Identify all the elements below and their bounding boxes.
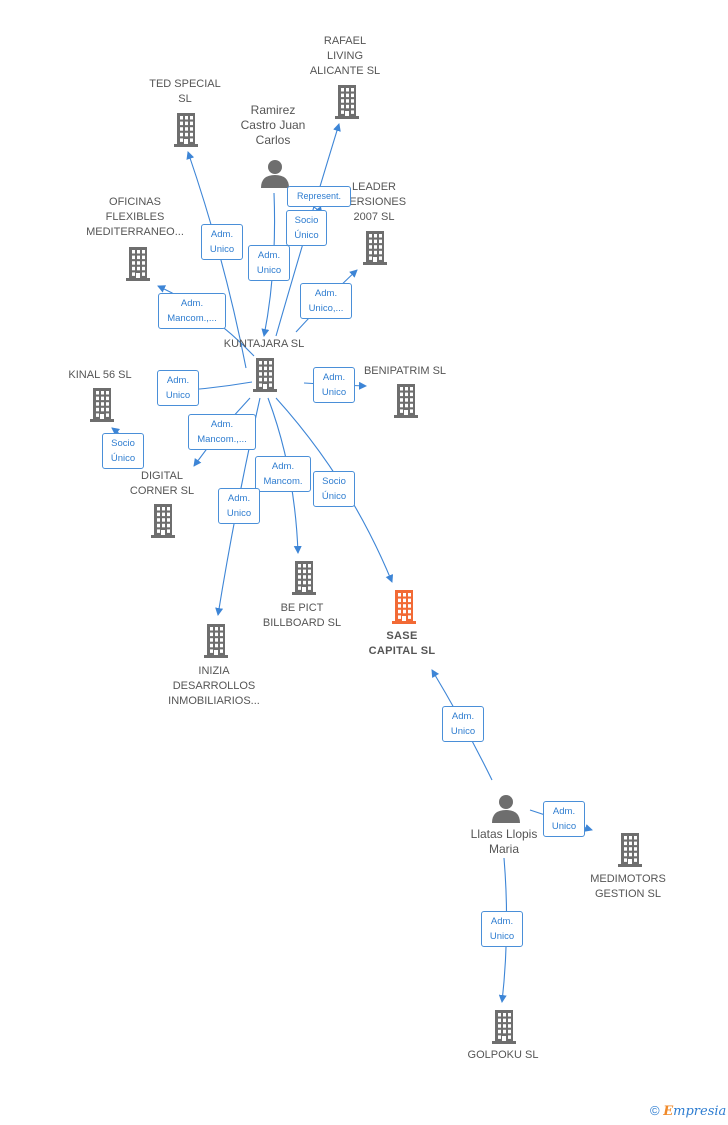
- nodes-layer: [90, 85, 642, 1044]
- building-icon[interactable]: [174, 113, 198, 147]
- edge-label-kinal-socio[interactable]: Socio Único: [102, 433, 144, 469]
- edge-label-llatas-sase[interactable]: Adm. Unico: [442, 706, 484, 742]
- copyright-icon: ©: [650, 1103, 660, 1118]
- node-label-rafael[interactable]: RAFAEL LIVING ALICANTE SL: [309, 35, 381, 77]
- edge-label-golpoku[interactable]: Adm. Unico: [481, 911, 523, 947]
- node-label-benipatrim[interactable]: BENIPATRIM SL: [363, 365, 447, 377]
- edge-label-bepict[interactable]: Adm. Mancom.: [255, 456, 311, 492]
- edge-label-digital[interactable]: Adm. Mancom.,...: [188, 414, 256, 450]
- node-label-ramirez[interactable]: Ramirez Castro Juan Carlos: [240, 103, 306, 147]
- node-label-sase[interactable]: SASE CAPITAL SL: [368, 630, 436, 657]
- building-icon[interactable]: [618, 833, 642, 867]
- edge-label-medimotors[interactable]: Adm. Unico: [543, 801, 585, 837]
- edge-label-oficinas[interactable]: Adm. Mancom.,...: [158, 293, 226, 329]
- node-label-medimotors[interactable]: MEDIMOTORS GESTION SL: [590, 873, 666, 900]
- node-label-bepict[interactable]: BE PICT BILLBOARD SL: [262, 602, 342, 629]
- edge-label-represent[interactable]: Represent.: [287, 186, 351, 207]
- node-label-llatas[interactable]: Llatas Llopis Maria: [470, 827, 538, 856]
- edge-arrow: [186, 151, 247, 369]
- copyright-brand[interactable]: © Empresia: [650, 1103, 726, 1119]
- edge-label-rafael[interactable]: Socio Único: [286, 210, 327, 246]
- node-label-oficinas[interactable]: OFICINAS FLEXIBLES MEDITERRANEO...: [86, 196, 184, 238]
- node-label-inizia[interactable]: INIZIA DESARROLLOS INMOBILIARIOS...: [168, 665, 260, 707]
- person-icon[interactable]: [261, 160, 289, 188]
- node-label-kinal[interactable]: KINAL 56 SL: [68, 369, 132, 381]
- edge-label-kinal[interactable]: Adm. Unico: [157, 370, 199, 406]
- building-icon[interactable]: [392, 590, 416, 624]
- building-icon[interactable]: [492, 1010, 516, 1044]
- node-label-ted[interactable]: TED SPECIAL SL: [149, 78, 221, 105]
- edge-label-benipatrim[interactable]: Adm. Unico: [313, 367, 355, 403]
- node-label-kuntajara[interactable]: KUNTAJARA SL: [223, 338, 305, 350]
- building-icon[interactable]: [126, 247, 150, 281]
- building-icon[interactable]: [394, 384, 418, 418]
- building-icon[interactable]: [335, 85, 359, 119]
- edges-layer: [111, 123, 593, 1003]
- building-icon[interactable]: [292, 561, 316, 595]
- building-icon[interactable]: [253, 358, 277, 392]
- node-label-golpoku[interactable]: GOLPOKU SL: [467, 1049, 539, 1061]
- edge-label-ramirez[interactable]: Adm. Unico: [248, 245, 290, 281]
- edge-label-leader[interactable]: Adm. Unico,...: [300, 283, 352, 319]
- node-label-leader[interactable]: LEADER VERSIONES 2007 SL: [341, 181, 407, 223]
- edge-label-inizia[interactable]: Adm. Unico: [218, 488, 260, 524]
- brand-logo-letter: E: [663, 1104, 674, 1119]
- edge-label-sase[interactable]: Socio Único: [313, 471, 355, 507]
- node-label-digital[interactable]: DIGITAL CORNER SL: [129, 470, 195, 497]
- person-icon[interactable]: [492, 795, 520, 823]
- building-icon[interactable]: [90, 388, 114, 422]
- building-icon[interactable]: [363, 231, 387, 265]
- building-icon[interactable]: [151, 504, 175, 538]
- edge-label-ted[interactable]: Adm. Unico: [201, 224, 243, 260]
- brand-logo-text: mpresia: [673, 1104, 727, 1119]
- building-icon[interactable]: [204, 624, 228, 658]
